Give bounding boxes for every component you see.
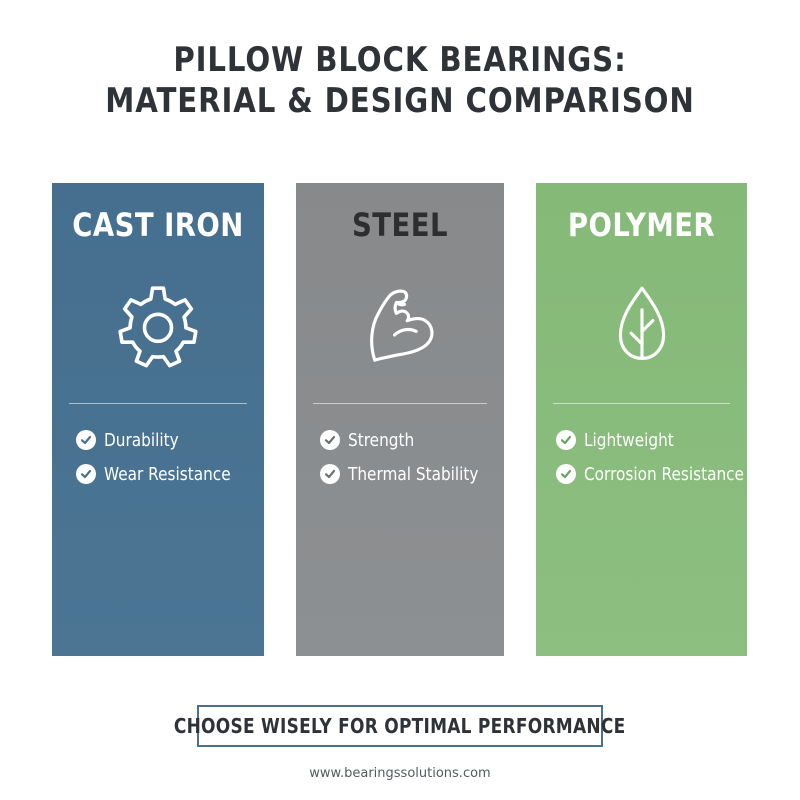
feature-label: Thermal Stability: [348, 463, 479, 485]
feature-list: Lightweight Corrosion Resistance: [556, 423, 744, 491]
footer-url[interactable]: www.bearingssolutions.com: [309, 766, 491, 781]
card-divider: [69, 403, 247, 404]
feature-list: Durability Wear Resistance: [76, 423, 260, 491]
feature-item: Strength: [320, 423, 500, 457]
check-icon: [76, 464, 96, 484]
feature-item: Durability: [76, 423, 260, 457]
check-icon: [76, 430, 96, 450]
card-steel: STEEL Strength Thermal Stability: [296, 183, 504, 656]
card-title: STEEL: [352, 206, 448, 244]
card-title: POLYMER: [567, 206, 716, 244]
leaf-icon: [597, 281, 687, 371]
feature-label: Wear Resistance: [104, 463, 231, 485]
card-polymer: POLYMER Lightweight Corrosion Resis: [536, 183, 747, 656]
title-line-1: PILLOW BLOCK BEARINGS:: [173, 40, 627, 80]
check-icon: [320, 430, 340, 450]
card-title: CAST IRON: [72, 206, 244, 244]
feature-item: Lightweight: [556, 423, 743, 457]
check-icon: [556, 464, 576, 484]
check-icon: [556, 430, 576, 450]
feature-item: Thermal Stability: [320, 457, 500, 491]
gear-icon: [113, 281, 203, 371]
feature-label: Durability: [104, 429, 179, 451]
card-divider: [553, 403, 730, 404]
feature-label: Corrosion Resistance: [584, 463, 744, 485]
title-line-2: MATERIAL & DESIGN COMPARISON: [105, 80, 695, 121]
card-divider: [313, 403, 487, 404]
check-icon: [320, 464, 340, 484]
cta-banner: CHOOSE WISELY FOR OPTIMAL PERFORMANCE: [174, 705, 626, 747]
flexed-arm-icon: [355, 281, 445, 371]
feature-label: Strength: [348, 429, 415, 451]
feature-item: Wear Resistance: [76, 457, 260, 491]
feature-list: Strength Thermal Stability: [320, 423, 500, 491]
feature-item: Corrosion Resistance: [556, 457, 744, 491]
feature-label: Lightweight: [584, 429, 674, 451]
card-cast-iron: CAST IRON Durability Wear Resistance: [52, 183, 264, 656]
cta-label: CHOOSE WISELY FOR OPTIMAL PERFORMANCE: [174, 714, 626, 738]
page-title: PILLOW BLOCK BEARINGS: MATERIAL & DESIGN…: [0, 40, 800, 122]
